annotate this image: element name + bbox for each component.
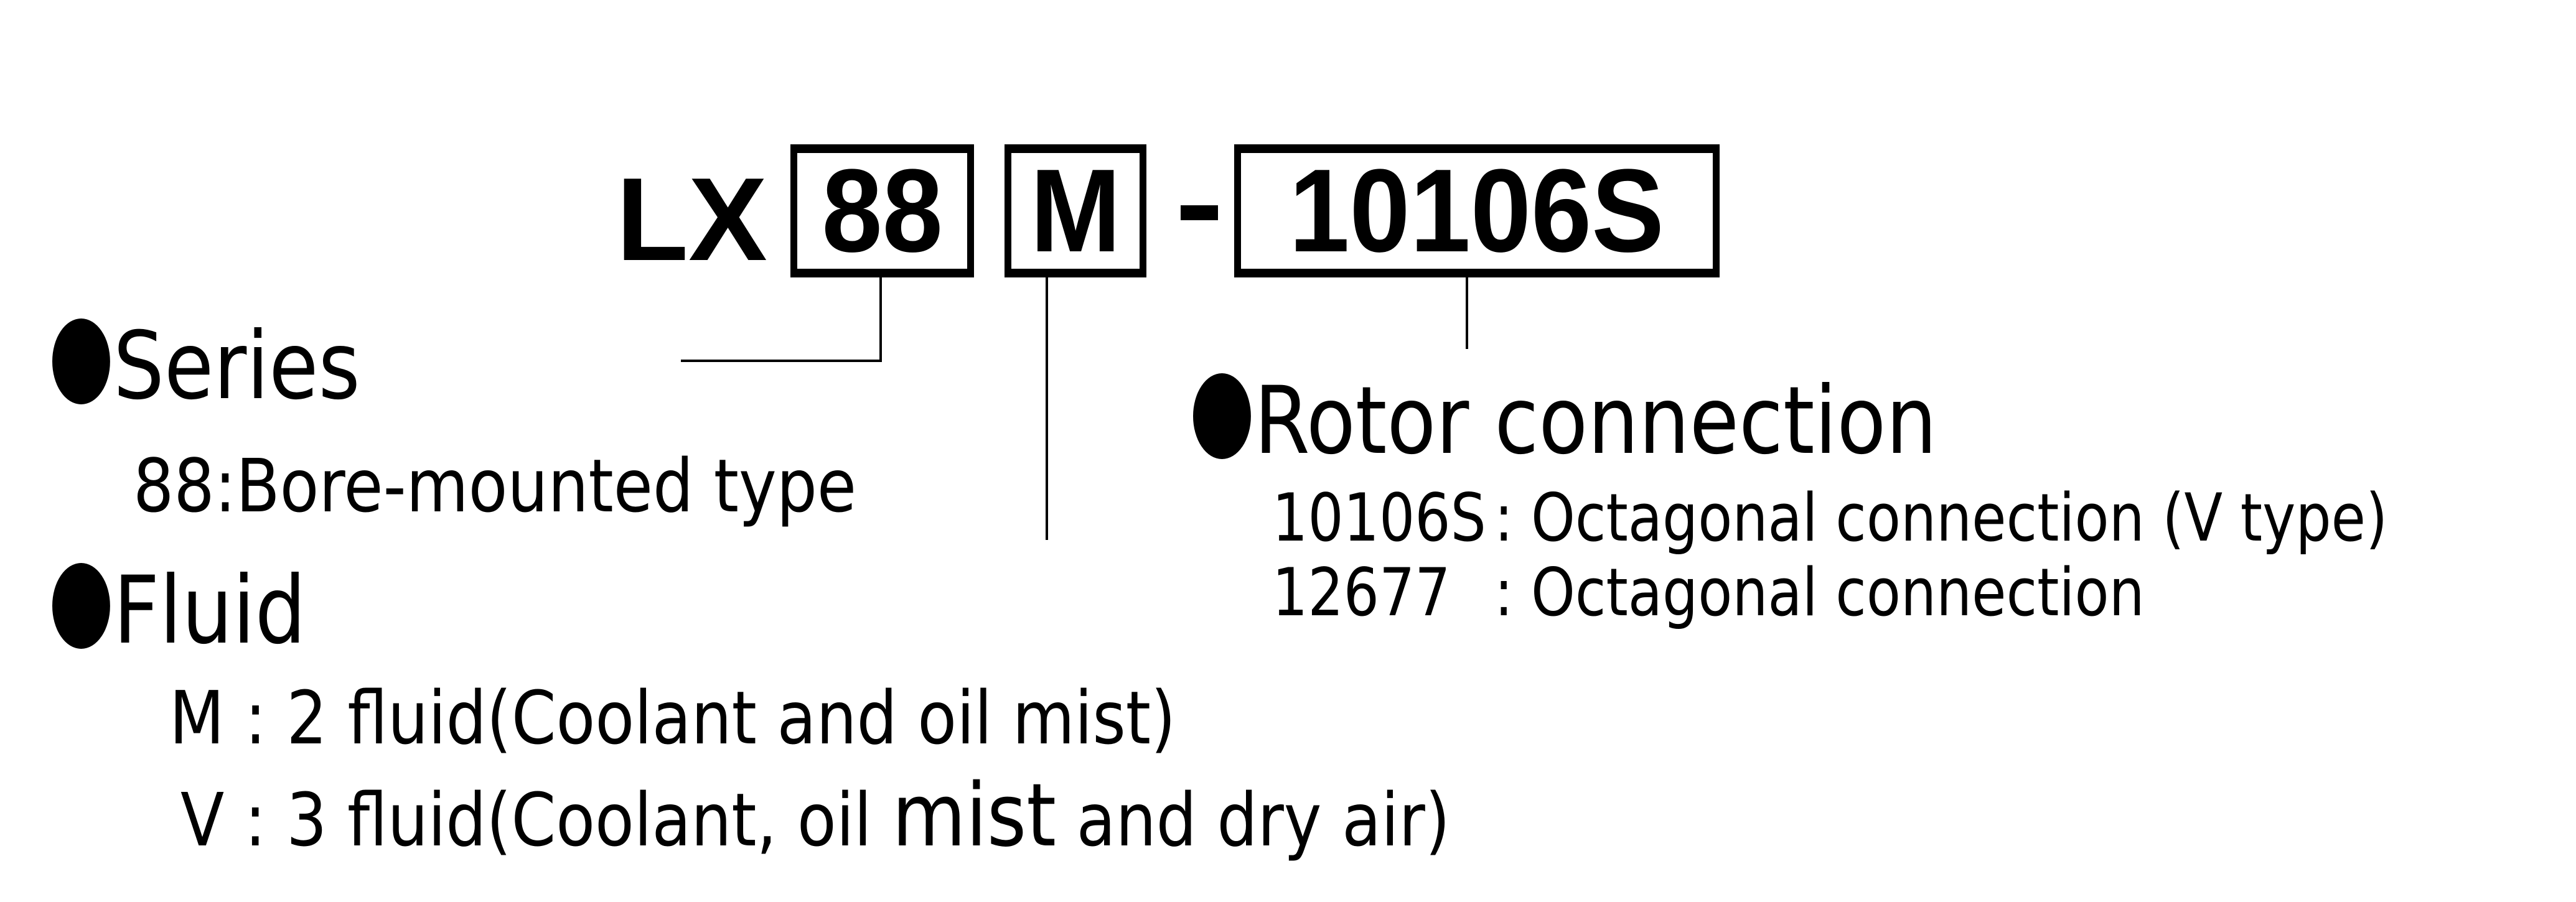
rotor-option-sep: : [1494, 480, 1532, 556]
bullet-icon [52, 563, 110, 649]
fluid-option-text-tail: and dry air) [1056, 777, 1450, 863]
model-prefix: LX [616, 154, 767, 286]
fluid-option-text-emphasis: mist [892, 765, 1057, 867]
bullet-icon [52, 318, 110, 404]
series-code-box: 88 [790, 144, 974, 277]
fluid-title: Fluid [113, 557, 306, 665]
rotor-code-box: 10106S [1234, 144, 1720, 277]
fluid-option-code: M [169, 675, 225, 761]
series-code: 88 [822, 145, 943, 277]
series-title: Series [113, 312, 360, 421]
rotor-option-code: 12677 [1272, 554, 1451, 631]
fluid-option-v: V : 3 fluid(Coolant, oil mist and dry ai… [180, 773, 1450, 860]
series-option-88: 88:Bore-mounted type [133, 443, 857, 529]
series-heading: Series [52, 318, 360, 413]
fluid-code-box: M [1005, 144, 1146, 277]
rotor-connection-title: Rotor connection [1254, 367, 1937, 475]
fluid-option-code: V [180, 777, 225, 863]
fluid-code: M [1030, 145, 1121, 277]
code-separator-dash [1181, 205, 1218, 220]
fluid-option-m: M : 2 fluid(Coolant and oil mist) [169, 681, 1176, 755]
rotor-option-10106s: 10106S: Octagonal connection (V type) [1272, 485, 2387, 551]
fluid-connector [1046, 277, 1048, 540]
series-connector-vertical [879, 277, 882, 362]
rotor-option-code: 10106S [1272, 480, 1486, 556]
rotor-connection-heading: Rotor connection [1193, 373, 1937, 468]
rotor-connector [1466, 277, 1468, 349]
rotor-option-text: Octagonal connection (V type) [1531, 480, 2388, 556]
fluid-option-text: 2 fluid(Coolant and oil mist) [286, 675, 1176, 761]
series-connector-horizontal [681, 360, 882, 362]
rotor-code: 10106S [1289, 145, 1665, 277]
fluid-heading: Fluid [52, 563, 306, 658]
rotor-option-12677: 12677: Octagonal connection [1272, 560, 2145, 626]
rotor-option-text: Octagonal connection [1531, 554, 2145, 631]
fluid-option-text: 3 fluid(Coolant, oil [286, 777, 892, 863]
rotor-option-sep: : [1494, 554, 1532, 631]
fluid-option-sep: : [224, 777, 287, 863]
fluid-option-sep: : [224, 675, 287, 761]
bullet-icon [1193, 373, 1251, 459]
